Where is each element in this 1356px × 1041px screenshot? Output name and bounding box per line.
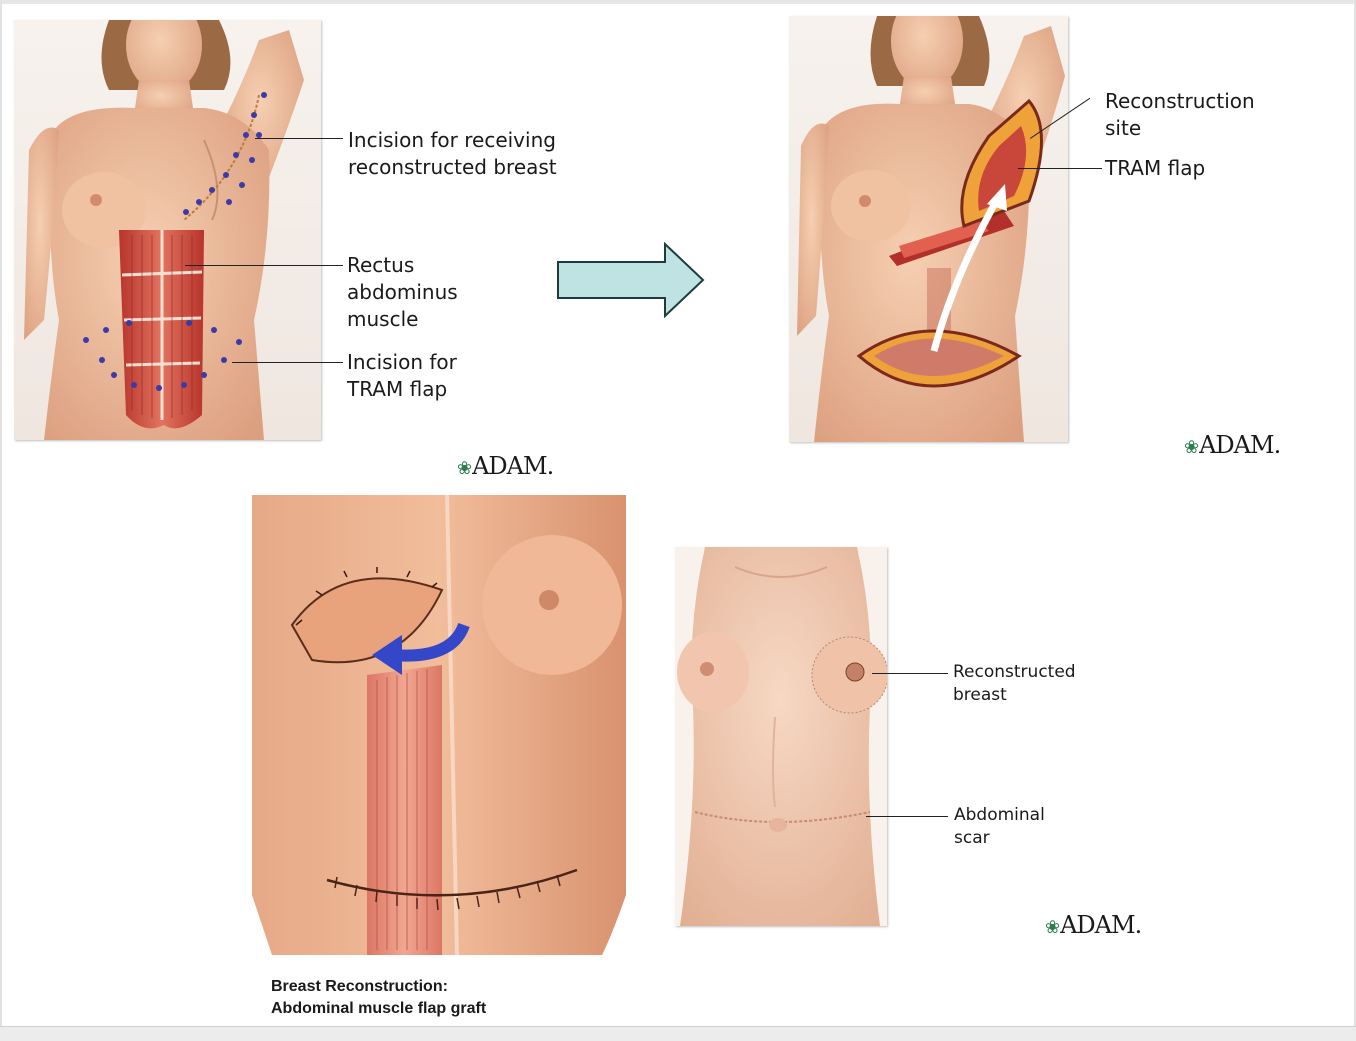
adam-logo-1: ❀ADAM. xyxy=(457,452,554,480)
label-line: Incision for receiving xyxy=(348,128,556,152)
tram-flap-drawing xyxy=(789,16,1068,442)
leader-incision-tram xyxy=(232,362,343,363)
frame-right-border xyxy=(1354,0,1356,1030)
result-drawing xyxy=(675,547,887,926)
label-line: breast xyxy=(953,685,1007,705)
logo-text: ADAM. xyxy=(1060,911,1142,939)
label-abdominal-scar: Abdominal scar xyxy=(954,804,1045,850)
label-line: scar xyxy=(954,828,990,848)
label-rectus-muscle: Rectus abdominus muscle xyxy=(347,252,458,333)
label-reconstruction-site: Reconstruction site xyxy=(1105,88,1255,142)
illustration-flap-closeup xyxy=(252,495,626,955)
label-tram-flap: TRAM flap xyxy=(1105,155,1205,182)
label-reconstructed-breast: Reconstructed breast xyxy=(953,661,1076,707)
label-incision-receiving: Incision for receiving reconstructed bre… xyxy=(348,127,557,181)
illustration-reconstruction-result xyxy=(675,547,887,926)
frame-top-border xyxy=(0,0,1356,4)
label-line: Reconstructed xyxy=(953,662,1076,682)
right-arrow-icon xyxy=(557,242,705,318)
label-incision-tram: Incision for TRAM flap xyxy=(347,349,457,403)
leaf-icon: ❀ xyxy=(1045,917,1060,938)
label-line: Incision for xyxy=(347,350,457,374)
torso-incisions-drawing xyxy=(14,20,321,440)
flap-closeup-drawing xyxy=(252,495,626,955)
leader-rectus-muscle xyxy=(185,265,343,266)
caption-line: Breast Reconstruction: xyxy=(271,978,448,995)
label-line: reconstructed breast xyxy=(348,155,557,179)
label-line: Abdominal xyxy=(954,805,1045,825)
frame-bottom-border xyxy=(0,1026,1356,1041)
caption-line: Abdominal muscle flap graft xyxy=(271,1000,487,1017)
adam-logo-2: ❀ADAM. xyxy=(1184,431,1281,459)
frame-left-border xyxy=(0,0,2,1030)
label-line: TRAM flap xyxy=(347,377,448,401)
leaf-icon: ❀ xyxy=(1184,437,1199,458)
leaf-icon: ❀ xyxy=(457,458,472,479)
leader-tram-flap xyxy=(1018,168,1102,169)
logo-text: ADAM. xyxy=(1199,431,1281,459)
leader-incision-receiving xyxy=(255,138,343,139)
label-line: muscle xyxy=(347,307,419,331)
logo-text: ADAM. xyxy=(472,452,554,480)
label-line: site xyxy=(1105,116,1142,140)
leader-abdominal-scar xyxy=(866,816,948,817)
figure-caption: Breast Reconstruction: Abdominal muscle … xyxy=(271,976,486,1020)
label-line: TRAM flap xyxy=(1105,156,1206,180)
label-line: abdominus xyxy=(347,280,458,304)
illustration-tram-flap xyxy=(789,16,1068,442)
label-line: Rectus xyxy=(347,253,415,277)
leader-reconstructed-breast xyxy=(872,673,948,674)
illustration-torso-incisions xyxy=(14,20,321,440)
adam-logo-3: ❀ADAM. xyxy=(1045,911,1142,939)
label-line: Reconstruction xyxy=(1105,89,1255,113)
